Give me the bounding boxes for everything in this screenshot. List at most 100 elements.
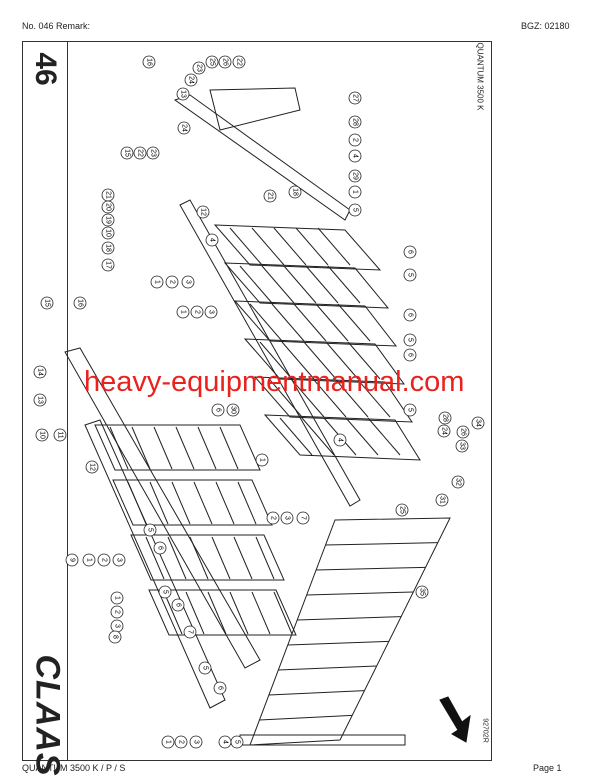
slat-line <box>367 417 401 456</box>
callout-circle <box>171 598 185 612</box>
callout-circle <box>174 735 188 749</box>
callout-label: 1 <box>154 280 161 284</box>
slat-line <box>335 379 369 418</box>
callout-circle <box>161 735 175 749</box>
slat-panel <box>223 262 390 309</box>
slat-line <box>317 227 351 266</box>
callout-label: 26 <box>222 58 229 66</box>
slat-line <box>313 379 347 418</box>
slat-line <box>327 265 361 304</box>
slat-line <box>259 341 293 380</box>
lower-slat-panel <box>94 424 261 471</box>
watermark: heavy-equipmentmanual.com <box>84 366 465 398</box>
callout-label: 16 <box>146 58 153 66</box>
callout-circle <box>176 305 190 319</box>
callout-circle <box>437 424 451 438</box>
callout-circle <box>296 511 310 525</box>
callout-label: 22 <box>137 149 144 157</box>
slat-panel <box>213 224 382 271</box>
callout-label: 24 <box>188 76 195 84</box>
slat-line <box>357 379 391 418</box>
callout-circle <box>146 146 160 160</box>
callout-label: 17 <box>105 261 112 269</box>
slat-line <box>153 426 173 470</box>
slat-line <box>291 379 325 418</box>
slat-panel <box>233 300 398 347</box>
slat-line <box>131 426 151 470</box>
callout-label: 5 <box>407 408 414 412</box>
callout-circle <box>110 591 124 605</box>
callout-circle <box>333 433 347 447</box>
callout-label: 2 <box>194 310 201 314</box>
callout-label: 5 <box>407 338 414 342</box>
tailgate-bar <box>259 714 353 721</box>
callout-circle <box>451 475 465 489</box>
callout-label: 32 <box>455 478 462 486</box>
callout-label: 13 <box>180 90 187 98</box>
bottom-beam <box>239 734 406 746</box>
tailgate-bar <box>278 665 377 671</box>
callout-label: 24 <box>181 124 188 132</box>
lower-slat-panel <box>112 479 273 526</box>
tailgate-bar <box>306 591 414 596</box>
callout-circle <box>73 296 87 310</box>
callout-circle <box>183 625 197 639</box>
callout-circle <box>348 169 362 183</box>
slat-line <box>167 536 187 580</box>
callout-circle <box>153 541 167 555</box>
callout-label: 25 <box>209 58 216 66</box>
callout-label: 12 <box>200 208 207 216</box>
callout-label: 27 <box>352 94 359 102</box>
callout-circle <box>348 149 362 163</box>
direction-arrow <box>439 696 471 743</box>
slat-line <box>229 591 249 635</box>
slat-panel <box>253 376 413 423</box>
callout-label: 6 <box>157 546 164 550</box>
callout-label: 2 <box>178 740 185 744</box>
callout-label: 3 <box>116 558 123 562</box>
callout-circle <box>348 203 362 217</box>
slat-line <box>211 536 231 580</box>
callout-label: 1 <box>86 558 93 562</box>
callout-circle <box>192 61 206 75</box>
callout-circle <box>40 296 54 310</box>
callout-circle <box>403 268 417 282</box>
callout-circle <box>33 365 47 379</box>
callout-label: 23 <box>196 64 203 72</box>
tailgate-bar <box>297 616 402 621</box>
callout-circle <box>211 403 225 417</box>
callout-circle <box>101 200 115 214</box>
callout-circle <box>403 245 417 259</box>
callout-circle <box>35 428 49 442</box>
callout-label: 1 <box>180 310 187 314</box>
callout-circle <box>190 305 204 319</box>
callout-label: 14 <box>37 368 44 376</box>
top-plate <box>173 94 351 221</box>
top-cover <box>209 87 301 131</box>
callout-label: 2 <box>101 558 108 562</box>
callout-circle <box>213 681 227 695</box>
slat-line <box>207 591 227 635</box>
callout-circle <box>415 585 429 599</box>
callout-label: 26 <box>460 428 467 436</box>
callout-circle <box>101 226 115 240</box>
slat-line <box>127 481 147 525</box>
slat-line <box>251 591 271 635</box>
slat-line <box>233 536 253 580</box>
callout-label: 18 <box>292 188 299 196</box>
callout-label: 10 <box>39 431 46 439</box>
callout-circle <box>120 146 134 160</box>
slat-line <box>347 341 381 380</box>
tailgate-bar <box>287 640 389 646</box>
callout-circle <box>230 735 244 749</box>
callout-label: 3 <box>193 740 200 744</box>
callout-circle <box>348 185 362 199</box>
slat-line <box>279 417 313 456</box>
callout-label: 6 <box>407 250 414 254</box>
callout-label: 9 <box>69 558 76 562</box>
callout-label: 28 <box>442 414 449 422</box>
tailgate-bar <box>325 542 438 546</box>
callout-circle <box>435 493 449 507</box>
callout-circle <box>456 425 470 439</box>
